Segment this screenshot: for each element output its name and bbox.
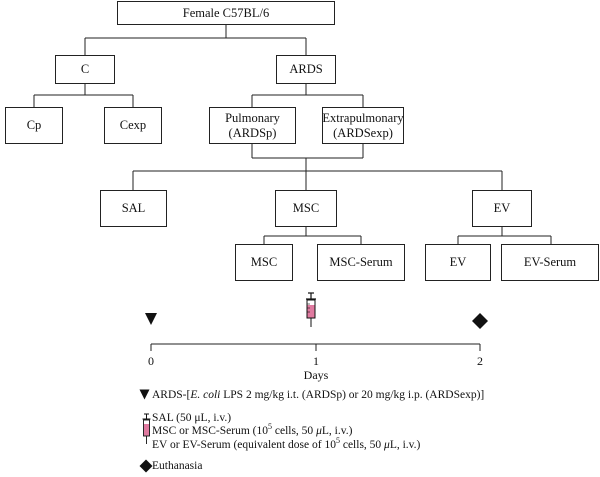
node-sal: SAL [100, 190, 167, 227]
node-label: Cexp [119, 118, 147, 132]
node-label: MSC [292, 201, 320, 215]
legend-ards-organism: E. coli [190, 389, 221, 401]
node-msc-serum: MSC-Serum [317, 244, 405, 281]
node-extrapulmonary: Extrapulmonary (ARDSexp) [322, 107, 404, 144]
legend-ev-text-c: L, i.v.) [389, 439, 421, 451]
node-cexp: Cexp [104, 107, 162, 144]
node-label: Female C57BL/6 [182, 5, 270, 20]
legend-ev-exponent: 5 [335, 436, 340, 446]
legend-ev-text-b: cells, 50 [339, 439, 385, 451]
syringe-icon [306, 292, 316, 327]
legend-ev-text-a: EV or EV-Serum (equivalent dose of 10 [152, 439, 336, 451]
triangle-down-icon [139, 389, 150, 400]
legend-msc-text-b: cells, 50 [271, 425, 317, 437]
node-ev-serum: EV-Serum [501, 244, 599, 281]
node-ards: ARDS [276, 55, 336, 84]
syringe-icon [142, 413, 151, 444]
node-label: EV [449, 255, 467, 269]
legend-ards-detail: LPS 2 mg/kg i.t. (ARDSp) or 20 mg/kg i.p… [220, 389, 485, 401]
legend-euthanasia: Euthanasia [152, 460, 202, 473]
node-label: Cp [26, 118, 42, 132]
legend-sal: SAL (50 μL, i.v.) [152, 412, 231, 425]
node-label-line1: Extrapulmonary [322, 110, 404, 125]
legend-ev: EV or EV-Serum (equivalent dose of 105 c… [152, 436, 421, 452]
node-label: SAL [121, 201, 146, 215]
node-label-line1: Pulmonary [225, 110, 280, 125]
node-cp: Cp [5, 107, 63, 144]
node-label-line2: (ARDSexp) [333, 125, 393, 140]
node-pulmonary: Pulmonary (ARDSp) [209, 107, 296, 144]
node-label: MSC [250, 255, 278, 269]
legend-euthanasia-text: Euthanasia [152, 460, 203, 472]
node-msc-child: MSC [235, 244, 293, 281]
node-control: C [55, 55, 115, 84]
legend-msc-text-a: MSC or MSC-Serum (10 [152, 425, 268, 437]
axis-title-days: Days [303, 368, 329, 382]
tick-label-2: 2 [477, 354, 483, 368]
tick-label-0: 0 [148, 354, 154, 368]
legend-ev-mu: μ [384, 439, 390, 451]
diamond-icon [472, 313, 488, 329]
legend-msc-mu: μ [316, 425, 322, 437]
node-ev: EV [472, 190, 532, 227]
legend-ards: ARDS-[E. coli LPS 2 mg/kg i.t. (ARDSp) o… [152, 389, 484, 402]
diamond-icon [139, 459, 153, 473]
node-label-line2: (ARDSp) [228, 125, 277, 140]
triangle-down-icon [145, 313, 157, 325]
node-label: MSC-Serum [329, 255, 393, 269]
node-label: C [80, 62, 90, 76]
node-label: EV [493, 201, 511, 215]
legend-msc-exponent: 5 [267, 422, 272, 432]
node-ev-child: EV [425, 244, 491, 281]
legend-msc-text-c: L, i.v.) [321, 425, 353, 437]
node-msc: MSC [275, 190, 337, 227]
node-female-c57bl6: Female C57BL/6 [117, 1, 335, 25]
node-label: EV-Serum [523, 255, 577, 269]
legend-ards-prefix: ARDS-[ [152, 389, 191, 401]
legend-sal-text: SAL (50 μL, i.v.) [152, 412, 232, 424]
legend-msc: MSC or MSC-Serum (105 cells, 50 μL, i.v.… [152, 422, 353, 438]
tick-label-1: 1 [313, 354, 319, 368]
node-label: ARDS [289, 62, 323, 76]
